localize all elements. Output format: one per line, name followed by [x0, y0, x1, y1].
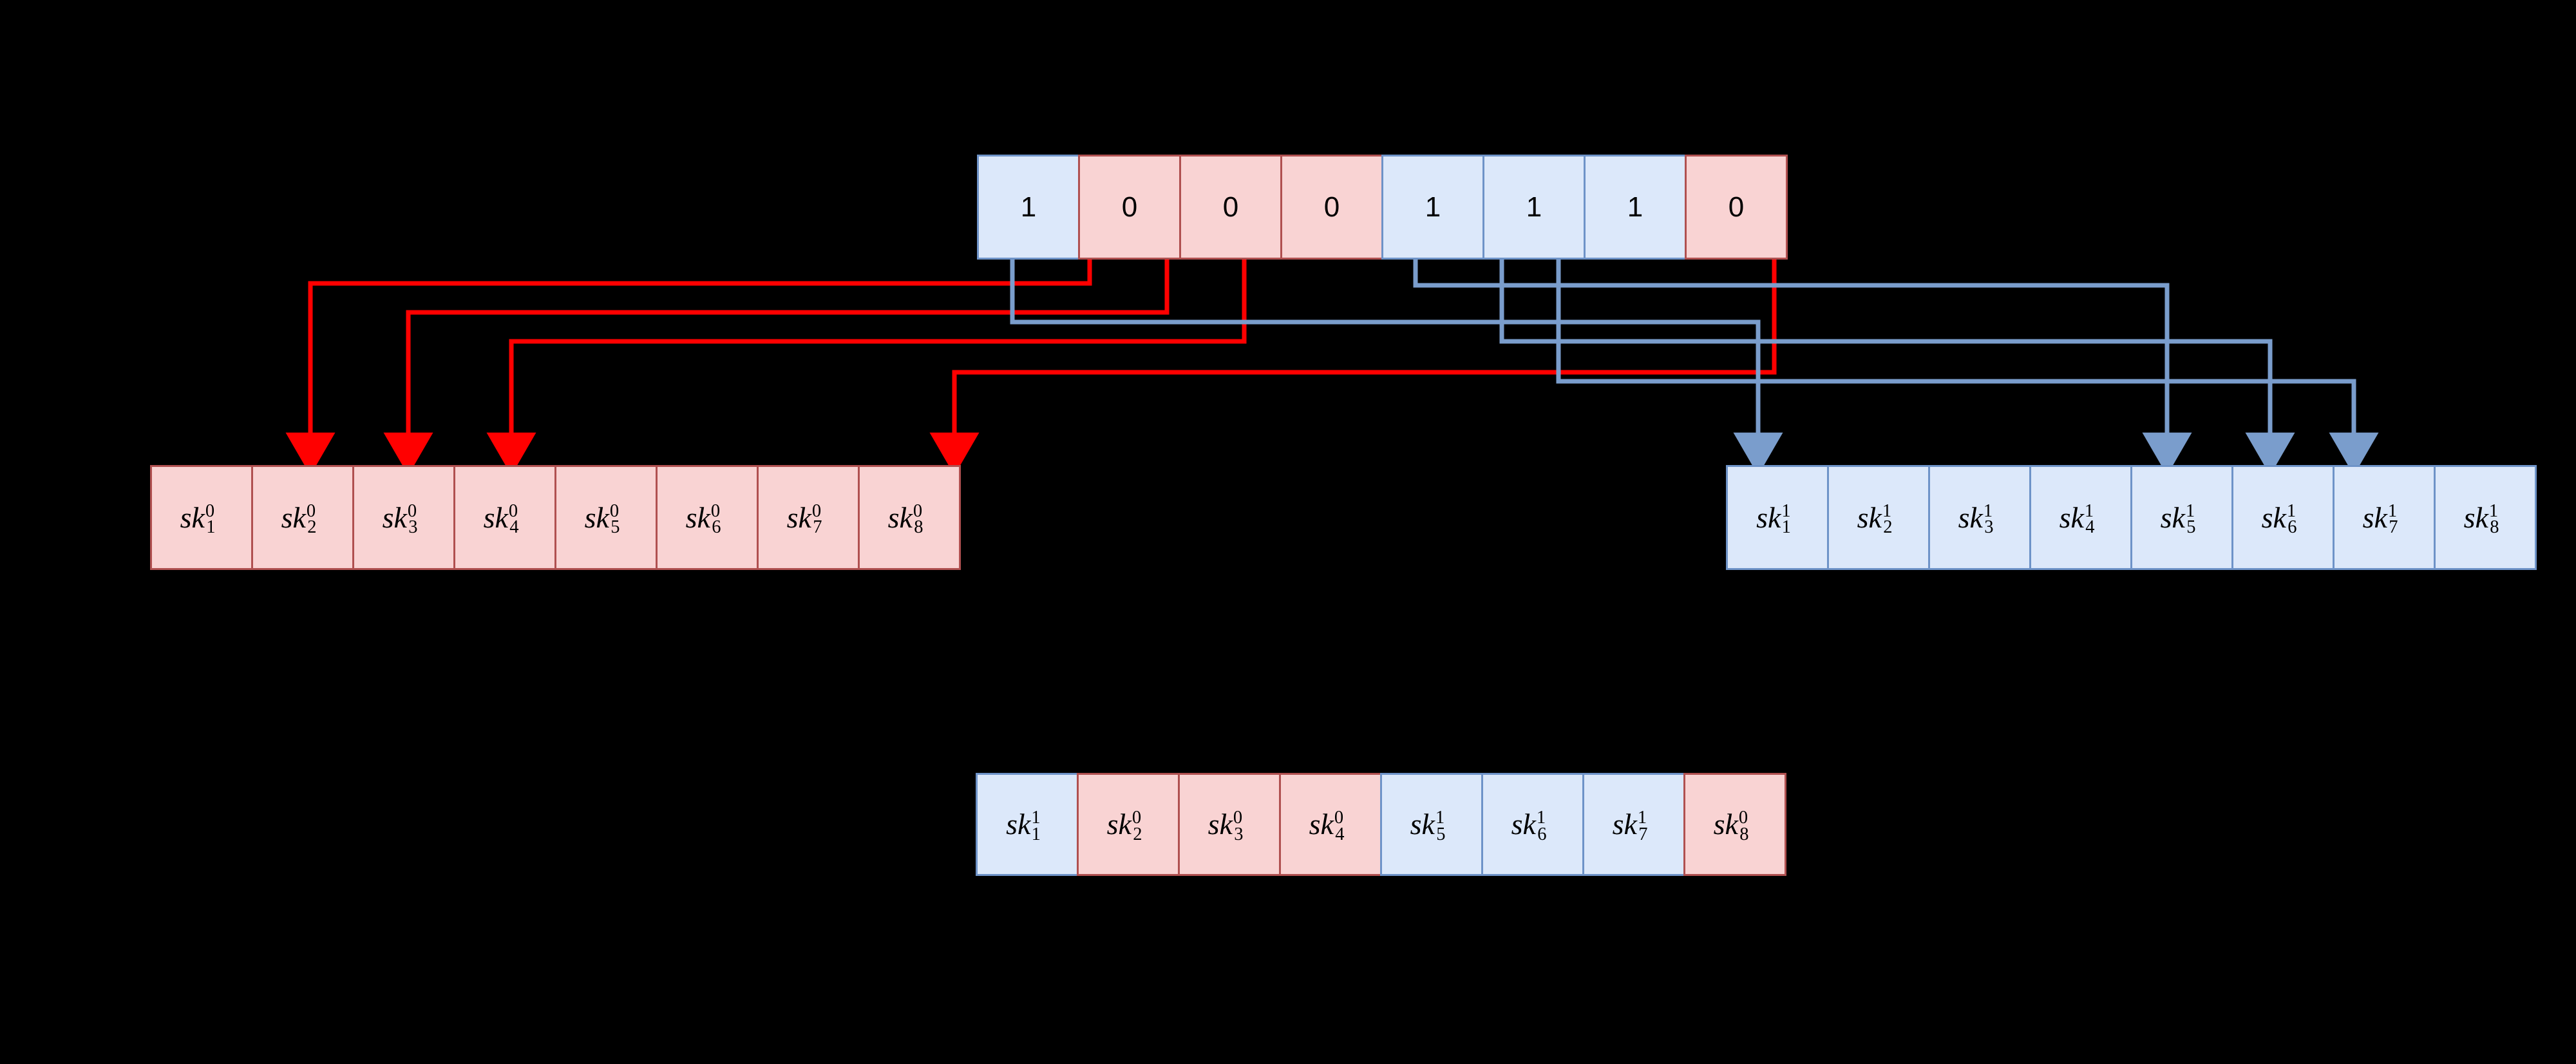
key-one-cell-1: sk11 [1726, 465, 1829, 570]
result-cell-6: sk16 [1481, 773, 1584, 876]
result-label-5: sk15 [1410, 808, 1446, 844]
key-zero-label-5: sk05 [584, 500, 620, 538]
wire-bit6-to-sk6-one [1499, 260, 2295, 476]
result-cell-5: sk15 [1380, 773, 1483, 876]
key-one-label-7: sk17 [2362, 500, 2398, 538]
key-one-label-3: sk13 [1958, 500, 1994, 538]
choice-bit-cell-7: 1 [1584, 155, 1687, 260]
choice-bit-cell-5: 1 [1381, 155, 1484, 260]
wire-bit2-to-sk2-zero [285, 260, 1092, 476]
choice-bit-cell-4: 0 [1280, 155, 1383, 260]
wire-bit7-to-sk7-one [1556, 260, 2379, 476]
choice-bit-cell-1: 1 [977, 155, 1080, 260]
key-zero-cell-5: sk05 [554, 465, 658, 570]
key-zero-label-4: sk04 [483, 500, 519, 538]
result-cell-3: sk03 [1178, 773, 1281, 876]
wire-bit4-to-sk4-zero [486, 260, 1247, 476]
key-one-cell-4: sk14 [2029, 465, 2132, 570]
result-cell-4: sk04 [1279, 773, 1382, 876]
key-zero-cell-8: sk08 [858, 465, 961, 570]
wire-bit3-to-sk3-zero [383, 260, 1170, 476]
result-label-6: sk16 [1511, 808, 1547, 844]
choice-bit-cell-3: 0 [1179, 155, 1282, 260]
key-row-zero: sk01 sk02 sk03 sk04 sk05 sk06 sk07 sk08 [150, 465, 961, 570]
key-one-cell-3: sk13 [1928, 465, 2031, 570]
choice-bit-value-3: 0 [1222, 191, 1239, 223]
key-zero-cell-7: sk07 [757, 465, 860, 570]
key-zero-label-2: sk02 [281, 500, 317, 538]
key-one-cell-2: sk12 [1827, 465, 1930, 570]
choice-bit-cell-8: 0 [1685, 155, 1788, 260]
key-zero-label-7: sk07 [786, 500, 822, 538]
key-zero-cell-2: sk02 [251, 465, 354, 570]
result-row: sk11 sk02 sk03 sk04 sk15 sk16 sk17 sk08 [976, 773, 1786, 876]
key-one-cell-5: sk15 [2130, 465, 2233, 570]
key-one-cell-6: sk16 [2231, 465, 2334, 570]
key-zero-cell-4: sk04 [453, 465, 556, 570]
result-cell-2: sk02 [1077, 773, 1180, 876]
wire-bit8-to-sk8-zero [929, 260, 1777, 476]
key-zero-label-8: sk08 [887, 500, 923, 538]
key-zero-cell-6: sk06 [656, 465, 759, 570]
key-zero-label-6: sk06 [685, 500, 721, 538]
key-zero-label-1: sk01 [180, 500, 216, 538]
result-label-7: sk17 [1612, 808, 1648, 844]
choice-bit-value-6: 1 [1526, 191, 1542, 223]
result-label-8: sk08 [1713, 808, 1749, 844]
choice-bit-value-5: 1 [1425, 191, 1441, 223]
key-one-label-6: sk16 [2261, 500, 2297, 538]
choice-bit-value-8: 0 [1728, 191, 1745, 223]
key-zero-cell-1: sk01 [150, 465, 253, 570]
result-cell-7: sk17 [1582, 773, 1685, 876]
result-label-4: sk04 [1309, 808, 1345, 844]
result-cell-1: sk11 [976, 773, 1079, 876]
key-zero-cell-3: sk03 [352, 465, 455, 570]
choice-bit-value-2: 0 [1121, 191, 1138, 223]
key-one-label-4: sk14 [2059, 500, 2095, 538]
choice-bit-row: 1 0 0 0 1 1 1 0 [977, 155, 1788, 260]
key-zero-label-3: sk03 [382, 500, 418, 538]
key-one-label-1: sk11 [1756, 500, 1791, 538]
choice-bit-value-4: 0 [1323, 191, 1340, 223]
key-one-cell-7: sk17 [2333, 465, 2436, 570]
result-label-2: sk02 [1106, 808, 1142, 844]
key-row-one: sk11 sk12 sk13 sk14 sk15 sk16 sk17 sk18 [1726, 465, 2537, 570]
key-one-cell-8: sk18 [2434, 465, 2537, 570]
choice-bit-value-1: 1 [1020, 191, 1037, 223]
key-one-label-8: sk18 [2463, 500, 2499, 538]
key-one-label-2: sk12 [1857, 500, 1893, 538]
key-one-label-5: sk15 [2160, 500, 2196, 538]
choice-bit-cell-2: 0 [1078, 155, 1181, 260]
result-label-1: sk11 [1006, 808, 1041, 844]
choice-bit-value-7: 1 [1627, 191, 1643, 223]
result-label-3: sk03 [1208, 808, 1244, 844]
result-cell-8: sk08 [1683, 773, 1786, 876]
wire-bit5-to-sk5-one [1413, 260, 2192, 476]
choice-bit-cell-6: 1 [1482, 155, 1586, 260]
